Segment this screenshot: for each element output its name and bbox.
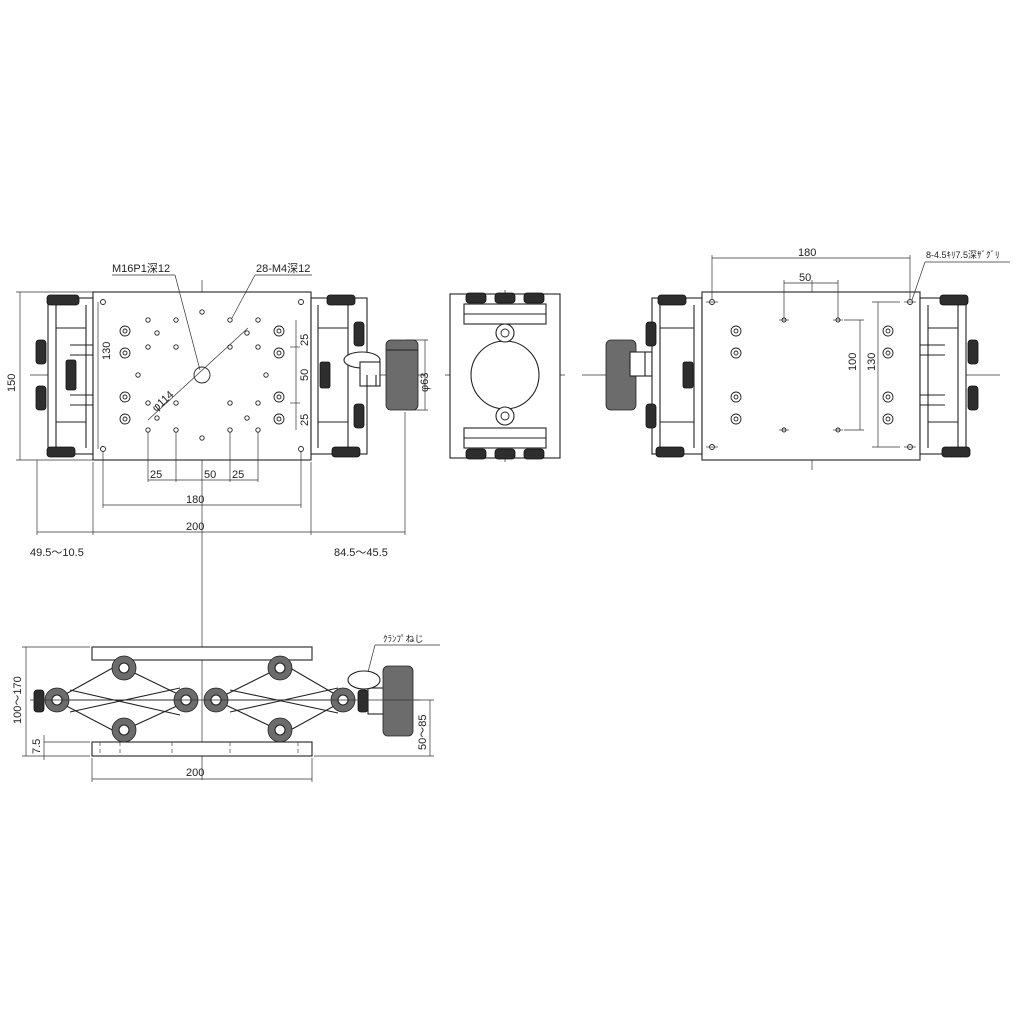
label-thread-main: M16P1深12 — [112, 262, 170, 275]
label-travel-left: 49.5～10.5 — [30, 547, 84, 559]
label-base-7-5: 7.5 — [31, 739, 43, 754]
label-right-130: 130 — [866, 353, 878, 371]
label-top-50: 50 — [799, 272, 811, 284]
label-dim-50: 50 — [299, 369, 311, 381]
label-dim-25b: 25 — [299, 414, 311, 426]
label-travel-right: 84.5～45.5 — [334, 547, 388, 559]
label-dim-200: 200 — [186, 521, 204, 533]
label-bottom-200: 200 — [186, 767, 204, 779]
label-dim-150: 150 — [6, 374, 18, 392]
label-height-range: 100～170 — [12, 676, 24, 724]
label-dim-25a: 25 — [299, 334, 311, 346]
mounting-holes — [100, 299, 304, 452]
label-knob-range: 50～85 — [417, 715, 429, 750]
label-clamp-screw: ｸﾗﾝﾌﾟねじ — [383, 634, 424, 644]
counterbore-marks — [706, 299, 916, 450]
label-right-100: 100 — [847, 353, 859, 371]
label-dim-25-left: 25 — [150, 469, 162, 481]
label-dim-25-right: 25 — [232, 469, 244, 481]
bottom-view-right: 180 50 8-4.5ｷﾘ7.5深ｻﾞｸﾞﾘ 100 130 — [582, 247, 1010, 470]
label-dim-50-bottom: 50 — [204, 469, 216, 481]
front-view: 100～170 7.5 200 50～85 ｸﾗﾝﾌﾟねじ — [12, 634, 440, 782]
label-dim-130: 130 — [101, 342, 113, 360]
label-dia-63: φ63 — [419, 373, 431, 392]
label-thread-holes: 28-M4深12 — [256, 262, 310, 275]
side-view-middle — [445, 290, 565, 462]
label-top-180: 180 — [798, 247, 816, 259]
top-view: M16P1深12 28-M4深12 φ114 φ63 150 130 25 50… — [6, 262, 431, 780]
label-dim-180: 180 — [186, 494, 204, 506]
label-counterbore: 8-4.5ｷﾘ7.5深ｻﾞｸﾞﾘ — [926, 250, 1000, 260]
